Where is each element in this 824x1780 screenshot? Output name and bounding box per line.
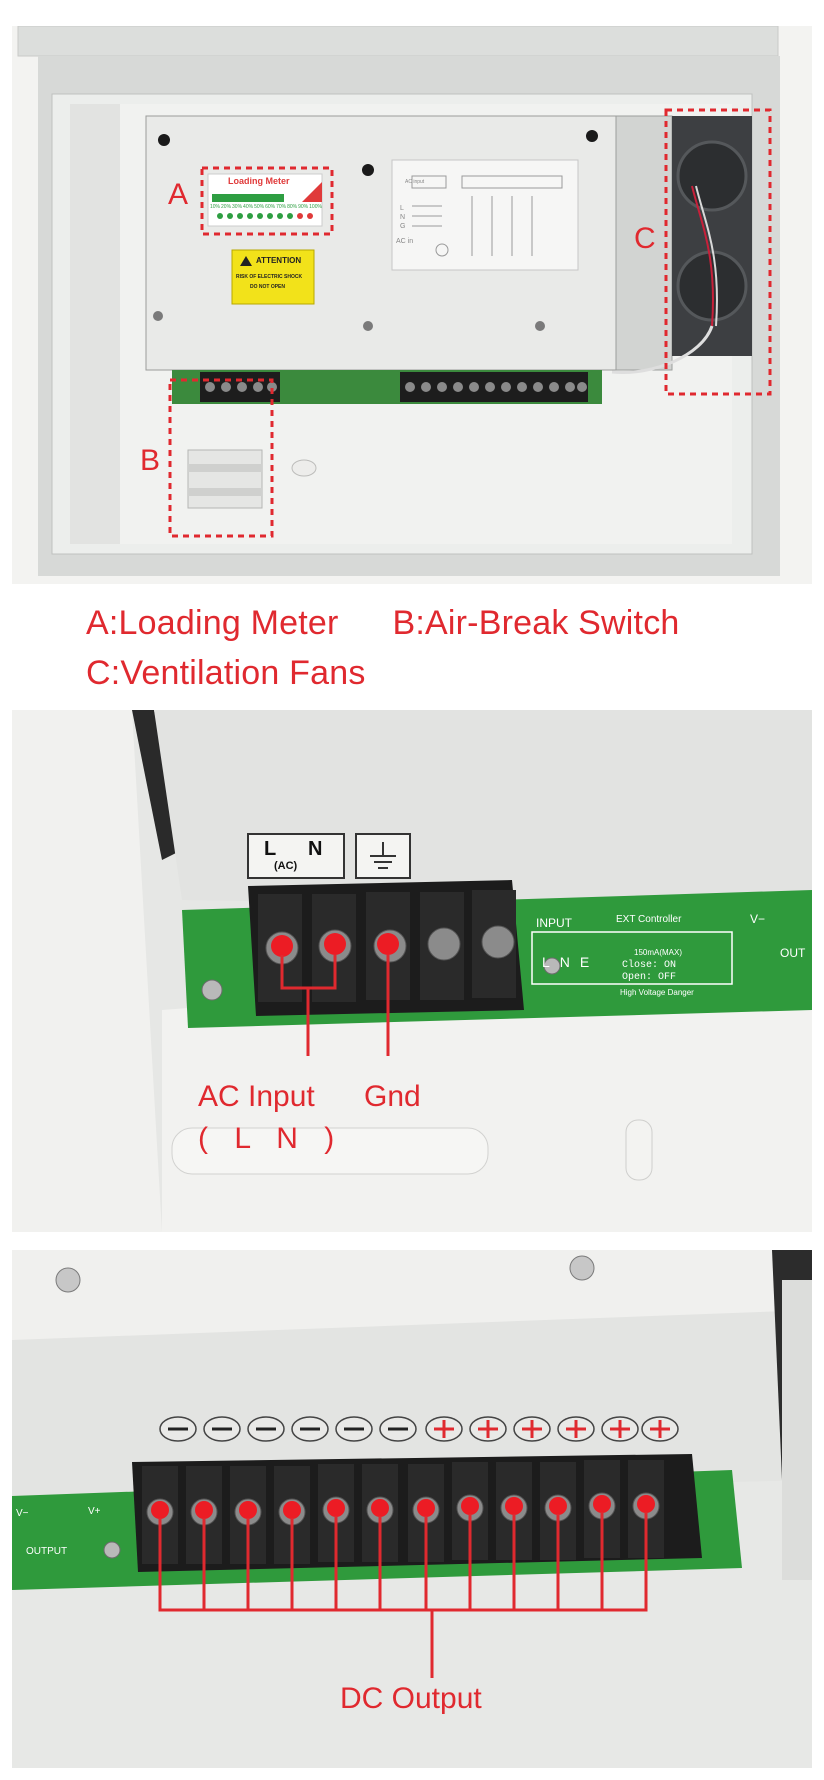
legend-row-2: C:Ventilation Fans [86, 654, 366, 693]
pcb-open: Open: OFF [622, 972, 677, 983]
meter-title: Loading Meter [228, 176, 290, 186]
air-break-switch-highlight [168, 378, 274, 538]
pcb-ext-controller: EXT Controller [616, 914, 682, 925]
ac-input-label: AC Input [198, 1080, 315, 1113]
legend-b: B:Air-Break Switch [392, 604, 680, 642]
ac-terminal-illustration [12, 710, 812, 1232]
dc-output-label: DC Output [340, 1682, 482, 1715]
enclosure-illustration [17, 26, 780, 576]
sticker-l: L [264, 838, 277, 860]
pcb-vminus-label: V− [16, 1508, 29, 1519]
enclosure-overview-photo: A B C Loading Meter 10%20%30%40%50%60%70… [12, 26, 812, 584]
pcb-output-label: OUTPUT [26, 1546, 68, 1557]
pcb-close: Close: ON [622, 960, 677, 971]
legend-row-1: A:Loading Meter B:Air-Break Switch [86, 604, 680, 643]
pcb-lne: LNE [542, 954, 600, 970]
dc-output-terminal-photo: V− V+ OUTPUT DC Output [12, 1250, 812, 1768]
ac-input-sub-label: ( L N ) [198, 1122, 335, 1155]
pcb-danger: High Voltage Danger [620, 988, 694, 997]
pcb-input: INPUT [536, 916, 572, 930]
tag-b: B [140, 444, 161, 477]
diagram-ac-input: AC input [405, 179, 425, 185]
ac-input-terminal-photo: L N (AC) INPUT EXT Controller V− LNE 150… [12, 710, 812, 1232]
ventilation-fans-highlight [664, 108, 772, 396]
attention-title: ATTENTION [256, 256, 302, 265]
pcb-vminus: V− [750, 912, 766, 926]
sticker-ac: (AC) [274, 860, 298, 872]
tag-c: C [634, 222, 656, 255]
tag-a: A [168, 178, 189, 211]
diagram-ac-in: AC in [396, 238, 414, 245]
pcb-out: OUT [780, 946, 806, 960]
legend-a: A:Loading Meter [86, 604, 339, 642]
sticker-n: N [308, 838, 323, 860]
pcb-vplus-label: V+ [88, 1506, 101, 1517]
legend-c: C:Ventilation Fans [86, 654, 366, 692]
pcb-current: 150mA(MAX) [634, 948, 683, 957]
dc-terminal-illustration [12, 1250, 812, 1768]
attention-line1: RISK OF ELECTRIC SHOCK [236, 274, 303, 280]
gnd-label: Gnd [364, 1080, 421, 1113]
meter-scale: 10%20%30%40%50%60%70%80%90%100% [210, 204, 322, 210]
polarity-symbol-row [159, 1416, 679, 1442]
attention-line2: DO NOT OPEN [250, 284, 286, 290]
